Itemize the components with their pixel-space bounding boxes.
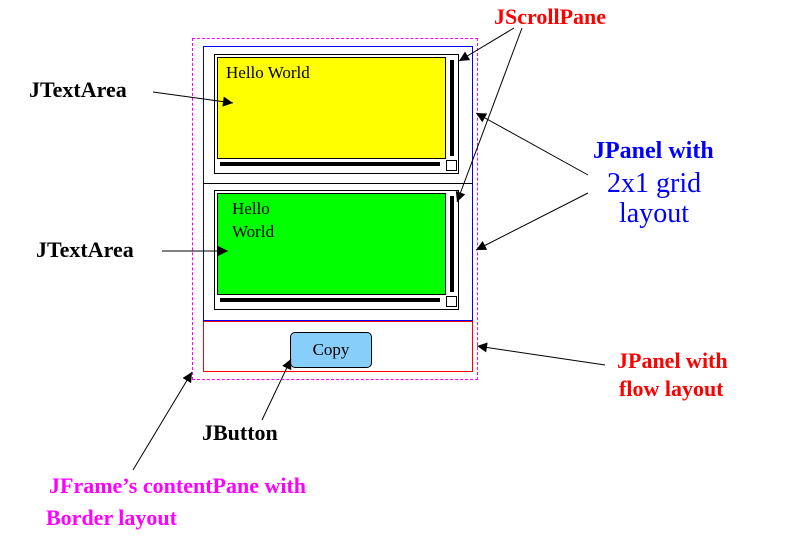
grid-panel-divider [203, 183, 473, 184]
label-grid-panel-line2: 2x1 grid [607, 168, 702, 199]
label-grid-panel-line3: layout [619, 198, 689, 229]
arrow-grid-panel-upper [475, 112, 589, 176]
scroll-corner-top [446, 160, 457, 171]
vertical-scrollbar-top[interactable] [450, 60, 454, 156]
label-jtextarea-top: JTextArea [29, 77, 127, 102]
label-jtextarea-bottom: JTextArea [36, 237, 134, 262]
arrow-flow-panel [476, 342, 606, 366]
label-jbutton: JButton [202, 420, 278, 445]
scroll-pane-top[interactable]: Hello World [214, 54, 459, 174]
label-content-pane-line2: Border layout [46, 505, 177, 530]
scroll-pane-bottom[interactable]: Hello World [214, 190, 459, 310]
arrow-content-pane [132, 371, 193, 471]
copy-button[interactable]: Copy [290, 332, 372, 368]
label-content-pane-line1: JFrame’s contentPane with [49, 473, 307, 498]
text-area-top[interactable]: Hello World [217, 57, 446, 159]
horizontal-scrollbar-top[interactable] [220, 162, 440, 166]
label-flow-panel-line2: flow layout [619, 376, 724, 401]
label-grid-panel-line1: JPanel with [593, 138, 714, 164]
vertical-scrollbar-bottom[interactable] [450, 196, 454, 292]
flow-panel-outline [203, 321, 473, 372]
horizontal-scrollbar-bottom[interactable] [220, 298, 440, 302]
scroll-corner-bottom [446, 296, 457, 307]
label-jscrollpane: JScrollPane [494, 4, 607, 29]
arrow-grid-panel-lower [475, 192, 589, 251]
text-area-bottom[interactable]: Hello World [217, 193, 446, 295]
label-flow-panel-line1: JPanel with [617, 348, 728, 373]
